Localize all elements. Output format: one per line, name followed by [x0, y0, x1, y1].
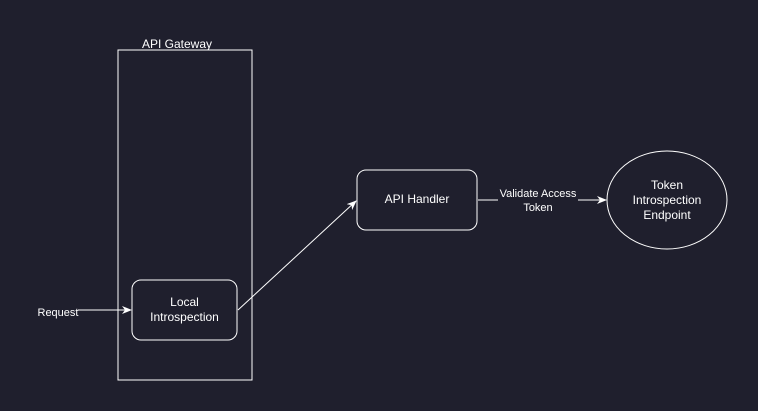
local-introspection-label: Local Introspection [132, 295, 237, 325]
validate-access-token-label: Validate Access Token [498, 187, 578, 215]
token-introspection-endpoint-label: Token Introspection Endpoint [607, 178, 727, 223]
api-handler-label: API Handler [384, 192, 450, 206]
request-label: Request [37, 307, 79, 319]
api-gateway-label: API Gateway [141, 37, 213, 51]
endpoint-label-line1: Token [650, 178, 684, 192]
token-introspection-endpoint-node [606, 150, 728, 250]
validate-label-line2: Token [523, 202, 553, 214]
local-introspection-line1: Local [170, 295, 199, 309]
endpoint-label-line3: Endpoint [643, 208, 691, 222]
local-introspection-node [131, 279, 238, 341]
api-handler-node [356, 169, 478, 231]
local-introspection-line2: Introspection [150, 310, 219, 324]
validate-label-line1: Validate Access [499, 188, 577, 200]
introspection-to-handler-edge [237, 200, 357, 311]
endpoint-label-line2: Introspection [632, 193, 702, 207]
api-gateway-container [117, 49, 253, 381]
